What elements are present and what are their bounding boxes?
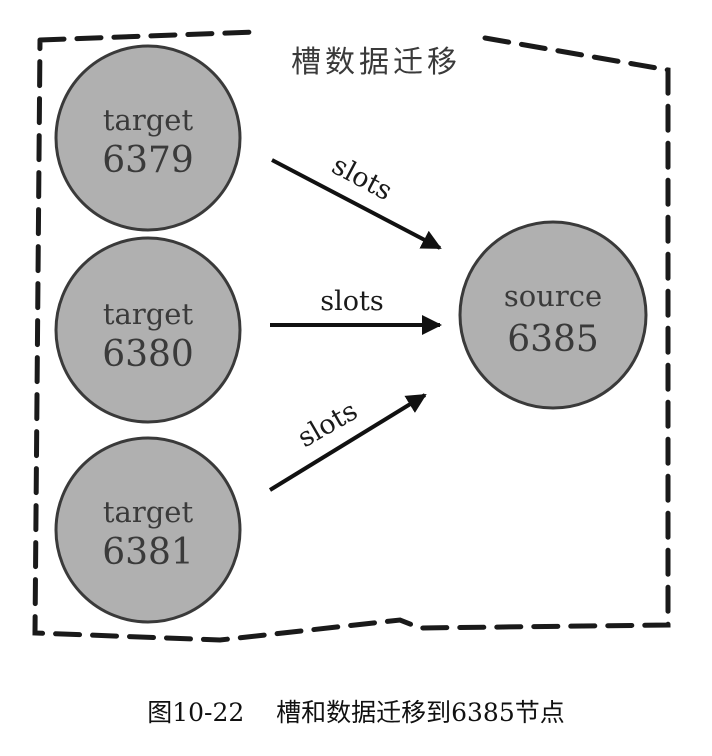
node-circle [54,436,242,624]
node-circle [458,220,648,410]
node-role-label: target [103,297,194,331]
node-target-6379: target 6379 [54,44,242,232]
node-circle [54,44,242,232]
node-port-label: 6379 [102,140,194,181]
figure-number: 图10-22 [147,698,245,727]
dashed-boundary [32,29,671,643]
node-role-label: target [103,495,194,529]
edge-label-6379: slots [327,150,398,207]
node-port-label: 6381 [102,532,194,573]
figure-caption: 图10-22 槽和数据迁移到6385节点 [0,693,712,729]
edge-label-6380: slots [320,286,383,317]
node-port-label: 6380 [102,334,194,375]
slot-migration-diagram: 槽数据迁移 slots slots slots target 6379 targ… [32,29,671,643]
node-role-label: source [504,279,602,313]
node-source-6385: source 6385 [458,220,648,410]
arrow-6381-to-6385 [268,393,427,492]
node-target-6381: target 6381 [54,436,242,624]
node-port-label: 6385 [507,319,599,360]
node-target-6380: target 6380 [54,236,242,424]
node-role-label: target [103,103,194,137]
node-circle [54,236,242,424]
figure-caption-text: 槽和数据迁移到6385节点 [276,698,565,727]
box-title: 槽数据迁移 [291,45,461,80]
edge-label-6381: slots [293,395,363,454]
arrow-6379-to-6385 [271,158,442,250]
